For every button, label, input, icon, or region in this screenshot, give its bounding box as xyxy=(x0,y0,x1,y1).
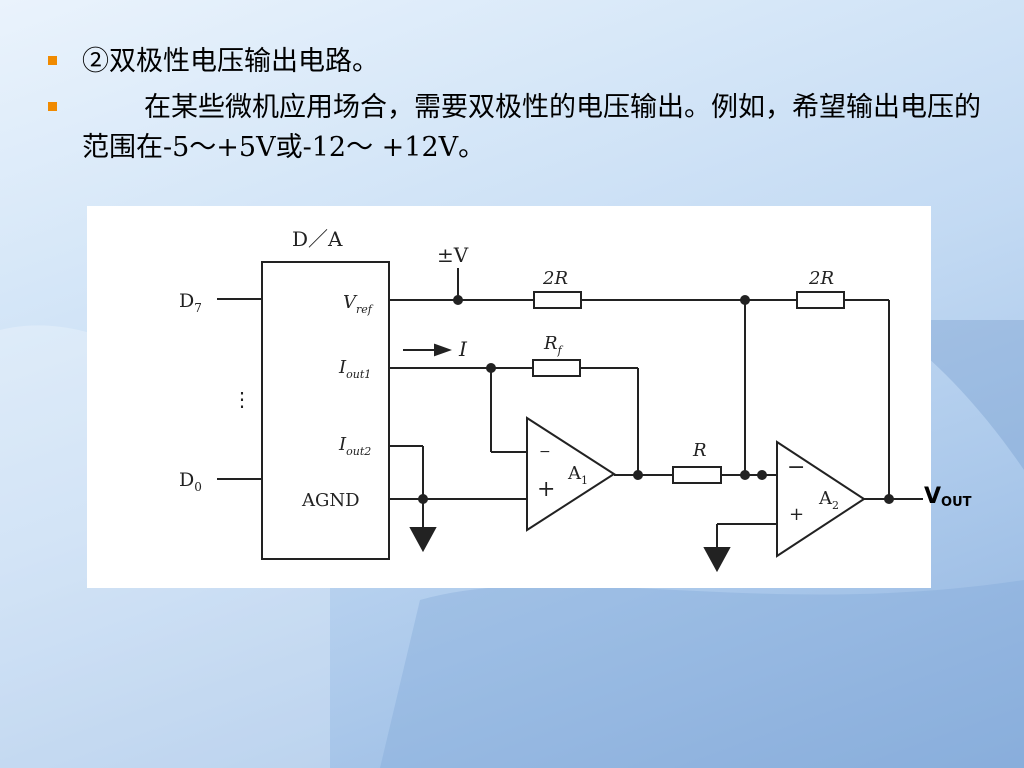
opamp-a2-minus: − xyxy=(787,455,805,480)
bullet-item: 在某些微机应用场合，需要双极性的电压输出。例如，希望输出电压的范围在-5～+5V… xyxy=(48,88,988,168)
opamp-a1-minus: − xyxy=(539,444,551,460)
circuit-diagram: D／A D7 ⋮ D0 Vref Iout1 Iout2 AGND ±V 2R … xyxy=(87,206,931,588)
vref-pin-label: Vref xyxy=(343,292,374,316)
opamp-a1 xyxy=(526,416,616,532)
opamp-a1-plus: + xyxy=(537,477,555,502)
input-ellipsis: ⋮ xyxy=(232,387,252,411)
bullet-marker-icon xyxy=(48,56,57,65)
ground-icon xyxy=(703,547,731,573)
d0-label: D0 xyxy=(179,469,202,494)
current-arrow-icon xyxy=(434,343,452,357)
opamp-a1-label: A1 xyxy=(567,463,588,487)
resistor-r xyxy=(672,466,722,484)
bullet-list: ②双极性电压输出电路。 在某些微机应用场合，需要双极性的电压输出。例如，希望输出… xyxy=(48,42,988,174)
current-label: I xyxy=(458,337,468,361)
dac-label: D／A xyxy=(292,227,343,251)
iout2-pin-label: Iout2 xyxy=(338,434,371,458)
resistor-rf xyxy=(532,359,581,377)
sum-node xyxy=(740,470,750,480)
resistor-2r-2 xyxy=(796,291,845,309)
dac-block xyxy=(261,261,390,560)
supply-node xyxy=(453,295,463,305)
bullet-text: 在某些微机应用场合，需要双极性的电压输出。例如，希望输出电压的范围在-5～+5V… xyxy=(82,92,981,163)
ground-icon xyxy=(409,527,437,553)
agnd-pin-label: AGND xyxy=(301,490,360,511)
resistor-rf-label: Rf xyxy=(543,333,564,357)
iout1-pin-label: Iout1 xyxy=(338,357,371,381)
circuit-svg: D／A D7 ⋮ D0 Vref Iout1 Iout2 AGND ±V 2R … xyxy=(179,227,923,573)
bullet-text: ②双极性电压输出电路。 xyxy=(82,46,379,77)
resistor-2r-1 xyxy=(533,291,582,309)
resistor-2r-2-label: 2R xyxy=(808,268,834,289)
d7-label: D7 xyxy=(179,290,202,315)
resistor-2r-1-label: 2R xyxy=(542,268,568,289)
bullet-item: ②双极性电压输出电路。 xyxy=(48,42,988,82)
resistor-r-label: R xyxy=(692,440,707,461)
supply-label: ±V xyxy=(437,243,469,267)
a1-output-node xyxy=(633,470,643,480)
opamp-a2 xyxy=(776,440,866,558)
a2-input-node xyxy=(757,470,767,480)
opamp-a2-plus: + xyxy=(789,504,804,525)
vout-label: VOUT xyxy=(924,484,972,510)
output-node xyxy=(884,494,894,504)
opamp-a2-label: A2 xyxy=(818,488,839,512)
bullet-marker-icon xyxy=(48,102,57,111)
